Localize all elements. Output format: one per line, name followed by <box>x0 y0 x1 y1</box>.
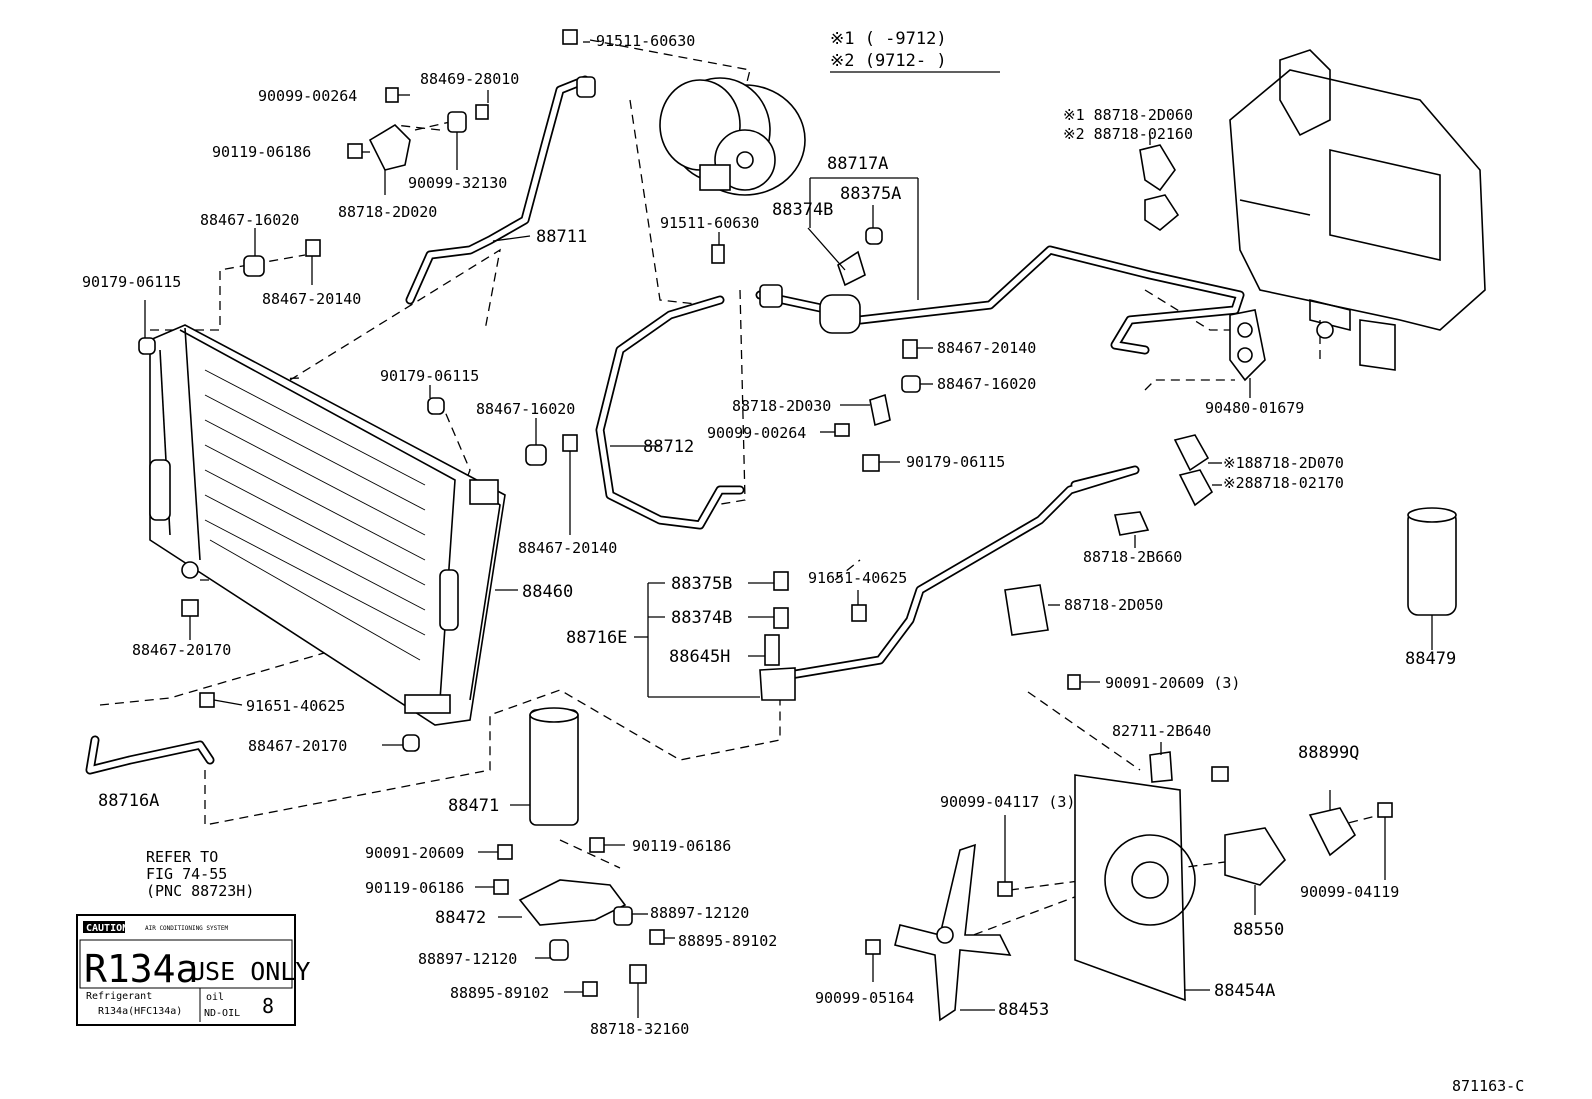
part-label: 88897-12120 <box>650 904 749 922</box>
bracket-label-88716E: 88716E <box>566 628 627 648</box>
part-label: 88895-89102 <box>450 984 549 1002</box>
part-label: 90480-01679 <box>1205 399 1304 417</box>
part-label: ※288718-02170 <box>1223 474 1344 492</box>
evaporator-unit <box>1229 49 1486 371</box>
part-label: 91511-60630 <box>660 214 759 232</box>
part-label: 90119-06186 <box>365 879 464 897</box>
part-label: 90179-06115 <box>82 273 181 291</box>
refer-line-2: FIG 74-55 <box>146 865 227 883</box>
part-label: 88467-16020 <box>937 375 1036 393</box>
part-label: 91651-40625 <box>808 569 907 587</box>
refer-line-3: (PNC 88723H) <box>146 882 254 900</box>
part-label: 90099-04119 <box>1300 883 1399 901</box>
part-label: 88467-20170 <box>132 641 231 659</box>
part-label: 88472 <box>435 908 486 928</box>
part-label: 88471 <box>448 796 499 816</box>
part-label: 88374B <box>671 608 732 628</box>
refer-line-1: REFER TO <box>146 848 218 866</box>
part-label: 88467-20140 <box>262 290 361 308</box>
caution-oil-value: ND-OIL <box>204 1008 240 1019</box>
small-parts <box>138 29 1457 1022</box>
part-label: 88712 <box>643 437 694 457</box>
caution-oil-label: oil <box>206 992 224 1003</box>
caution-big-left: R134a <box>84 947 198 991</box>
caution-system: AIR CONDITIONING SYSTEM <box>145 925 228 932</box>
part-label: 88454A <box>1214 981 1275 1001</box>
part-label: 88375B <box>671 574 732 594</box>
part-label: 88718-2D030 <box>732 397 831 415</box>
part-label: 88453 <box>998 1000 1049 1020</box>
part-label: 88895-89102 <box>678 932 777 950</box>
part-label: 88467-20140 <box>937 339 1036 357</box>
part-label: 88469-28010 <box>420 70 519 88</box>
part-label: 91511-60630 <box>596 32 695 50</box>
part-label: 88899Q <box>1298 743 1359 763</box>
part-label: 90099-04117 (3) <box>940 793 1075 811</box>
part-label: ※1 88718-2D060 <box>1063 106 1193 124</box>
part-label: 88460 <box>522 582 573 602</box>
condenser-88460 <box>149 324 506 726</box>
part-label: 88716A <box>98 791 159 811</box>
part-label: 88467-16020 <box>200 211 299 229</box>
legend-line-1: ※1 ( -9712) <box>830 29 947 49</box>
caution-refrigerant-value: R134a(HFC134a) <box>98 1006 182 1017</box>
part-label: 88897-12120 <box>418 950 517 968</box>
caution-oil-number: 8 <box>262 994 274 1018</box>
part-label: 88375A <box>840 184 901 204</box>
part-label: 90119-06186 <box>212 143 311 161</box>
part-label: 88718-2D050 <box>1064 596 1163 614</box>
part-label: 90119-06186 <box>632 837 731 855</box>
part-label: 90099-05164 <box>815 989 914 1007</box>
part-label: 90099-32130 <box>408 174 507 192</box>
part-label: 90179-06115 <box>380 367 479 385</box>
part-label: 88711 <box>536 227 587 247</box>
compressor <box>659 77 806 196</box>
part-label: 88467-16020 <box>476 400 575 418</box>
part-label: 90091-20609 (3) <box>1105 674 1240 692</box>
legend-line-2: ※2 (9712- ) <box>830 51 947 71</box>
part-label: ※188718-2D070 <box>1223 454 1344 472</box>
part-label: 91651-40625 <box>246 697 345 715</box>
part-label: 88479 <box>1405 649 1456 669</box>
part-label: 88550 <box>1233 920 1284 940</box>
leader-lines <box>144 41 1433 1018</box>
part-label: 90179-06115 <box>906 453 1005 471</box>
part-label: 88467-20140 <box>518 539 617 557</box>
part-labels: 91511-60630 88469-28010 90099-00264 9011… <box>82 32 1456 1038</box>
caution-label: CAUTION AIR CONDITIONING SYSTEM R134a US… <box>76 914 310 1026</box>
bracket-label-88717A: 88717A <box>827 154 888 174</box>
figure-code: 871163-C <box>1452 1077 1524 1095</box>
part-label: 88467-20170 <box>248 737 347 755</box>
part-label: 88718-2D020 <box>338 203 437 221</box>
part-label: 90091-20609 <box>365 844 464 862</box>
part-label: 90099-00264 <box>258 87 357 105</box>
caution-refrigerant-label: Refrigerant <box>86 991 152 1002</box>
part-label: 88718-32160 <box>590 1020 689 1038</box>
caution-tag: CAUTION <box>86 923 128 934</box>
part-label: 90099-00264 <box>707 424 806 442</box>
caution-big-right: USE ONLY <box>190 957 310 986</box>
part-label: 82711-2B640 <box>1112 722 1211 740</box>
part-label: 88374B <box>772 200 833 220</box>
part-label: ※2 88718-02160 <box>1063 125 1193 143</box>
part-label: 88645H <box>669 647 730 667</box>
part-label: 88718-2B660 <box>1083 548 1182 566</box>
